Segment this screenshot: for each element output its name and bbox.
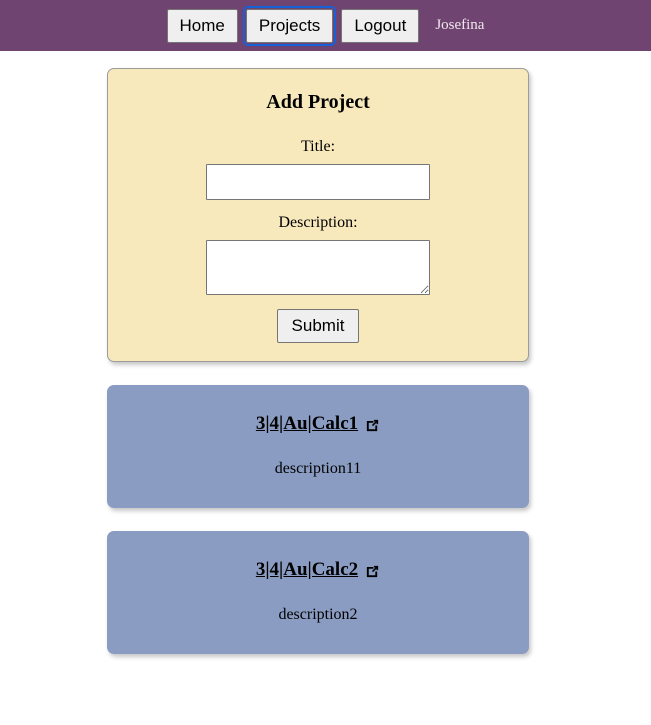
submit-button[interactable]: Submit [276, 309, 360, 343]
external-link-icon[interactable] [365, 418, 380, 433]
project-description: description2 [278, 606, 358, 623]
title-field-label: Title: [300, 138, 336, 155]
navbar: Home Projects Logout Josefina [0, 0, 651, 51]
page-content: Add Project Title: Description: Submit 3… [0, 51, 651, 654]
add-project-panel: Add Project Title: Description: Submit [107, 68, 529, 362]
nav-home-button[interactable]: Home [166, 8, 238, 43]
nav-button-group: Home Projects Logout Josefina [166, 5, 485, 46]
project-title-link[interactable]: 3|4|Au|Calc2 [255, 559, 359, 580]
nav-projects-button[interactable]: Projects [242, 5, 337, 46]
title-input[interactable] [206, 164, 430, 200]
description-textarea[interactable] [206, 240, 430, 295]
description-field-label: Description: [278, 214, 358, 231]
project-title-row: 3|4|Au|Calc2 [256, 559, 380, 581]
project-title-link[interactable]: 3|4|Au|Calc1 [255, 413, 359, 434]
nav-logout-button[interactable]: Logout [341, 8, 420, 43]
project-description: description11 [274, 460, 362, 477]
project-card[interactable]: 3|4|Au|Calc1 description11 [107, 385, 529, 508]
current-username: Josefina [435, 17, 485, 33]
project-card[interactable]: 3|4|Au|Calc2 description2 [107, 531, 529, 654]
project-title-row: 3|4|Au|Calc1 [256, 413, 380, 435]
add-project-heading: Add Project [266, 91, 370, 113]
external-link-icon[interactable] [365, 564, 380, 579]
